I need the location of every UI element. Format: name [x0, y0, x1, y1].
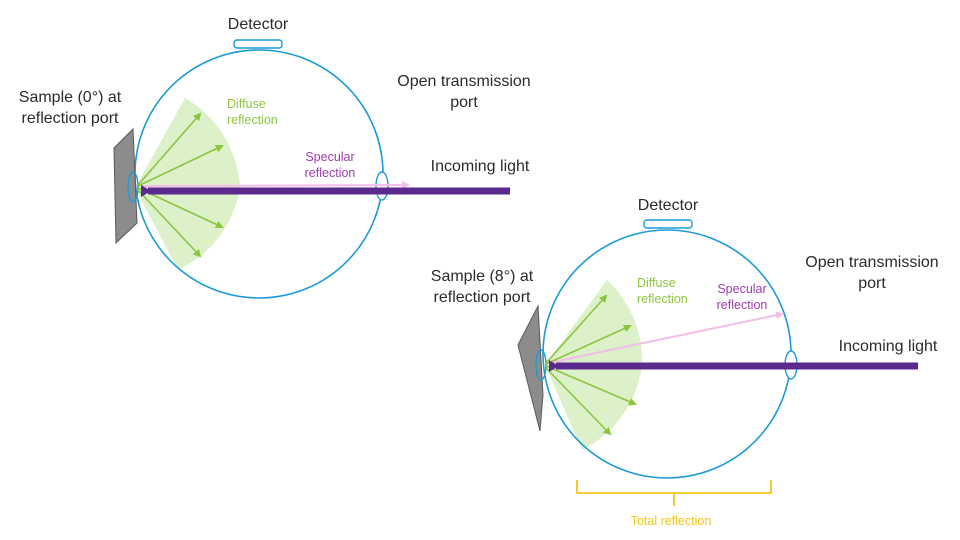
diagram-b: Detector Sample (8°) at reflection port …	[431, 197, 939, 528]
total-reflection-label: Total reflection	[631, 514, 712, 528]
reflection-port-b	[535, 349, 547, 381]
diffuse-arrow-b	[545, 367, 612, 436]
sample-a	[113, 127, 138, 245]
sample-label-a-line2: reflection port	[22, 110, 119, 127]
diffuse-label-a-line2: reflection	[227, 113, 278, 127]
sample-b	[517, 304, 544, 432]
diffuse-arrow-b	[545, 294, 608, 364]
sample-label-b-line2: reflection port	[434, 289, 531, 306]
diffuse-label-b-line1: Diffuse	[637, 276, 676, 290]
detector-label-b: Detector	[638, 197, 699, 214]
diffuse-cone-a	[135, 98, 240, 270]
diagram-a: Detector Sample (0°) at reflection port …	[19, 16, 531, 299]
detector-label-a: Detector	[228, 16, 289, 33]
specular-arrow-a	[141, 181, 410, 190]
sample-label-b-line1: Sample (8°) at	[431, 268, 534, 285]
detector-port-b	[643, 219, 693, 229]
diffuse-label-b-line2: reflection	[637, 292, 688, 306]
specular-label-b-line2: reflection	[717, 298, 768, 312]
diffuse-arrow-b	[545, 324, 632, 365]
open-port-label-a-line1: Open transmission	[397, 73, 530, 90]
specular-arrow-b	[547, 311, 784, 364]
reflection-port-a	[127, 171, 139, 203]
diffuse-label-a-line1: Diffuse	[227, 97, 266, 111]
specular-label-a-line1: Specular	[305, 150, 354, 164]
detector-port-a	[233, 39, 283, 49]
incoming-label-a: Incoming light	[431, 158, 530, 175]
specular-label-a-line2: reflection	[305, 166, 356, 180]
sample-label-a-line1: Sample (0°) at	[19, 89, 122, 106]
diffuse-arrow-a	[137, 144, 224, 187]
open-port-label-b-line1: Open transmission	[805, 254, 938, 271]
diffuse-arrow-a	[137, 189, 202, 258]
diffuse-arrow-a	[137, 112, 202, 186]
incoming-label-b: Incoming light	[839, 338, 938, 355]
open-port-label-b-line2: port	[858, 275, 886, 292]
diffuse-arrow-b	[545, 365, 637, 406]
open-port-label-a-line2: port	[450, 94, 478, 111]
total-reflection-bracket	[576, 480, 772, 506]
specular-label-b-line1: Specular	[717, 282, 766, 296]
